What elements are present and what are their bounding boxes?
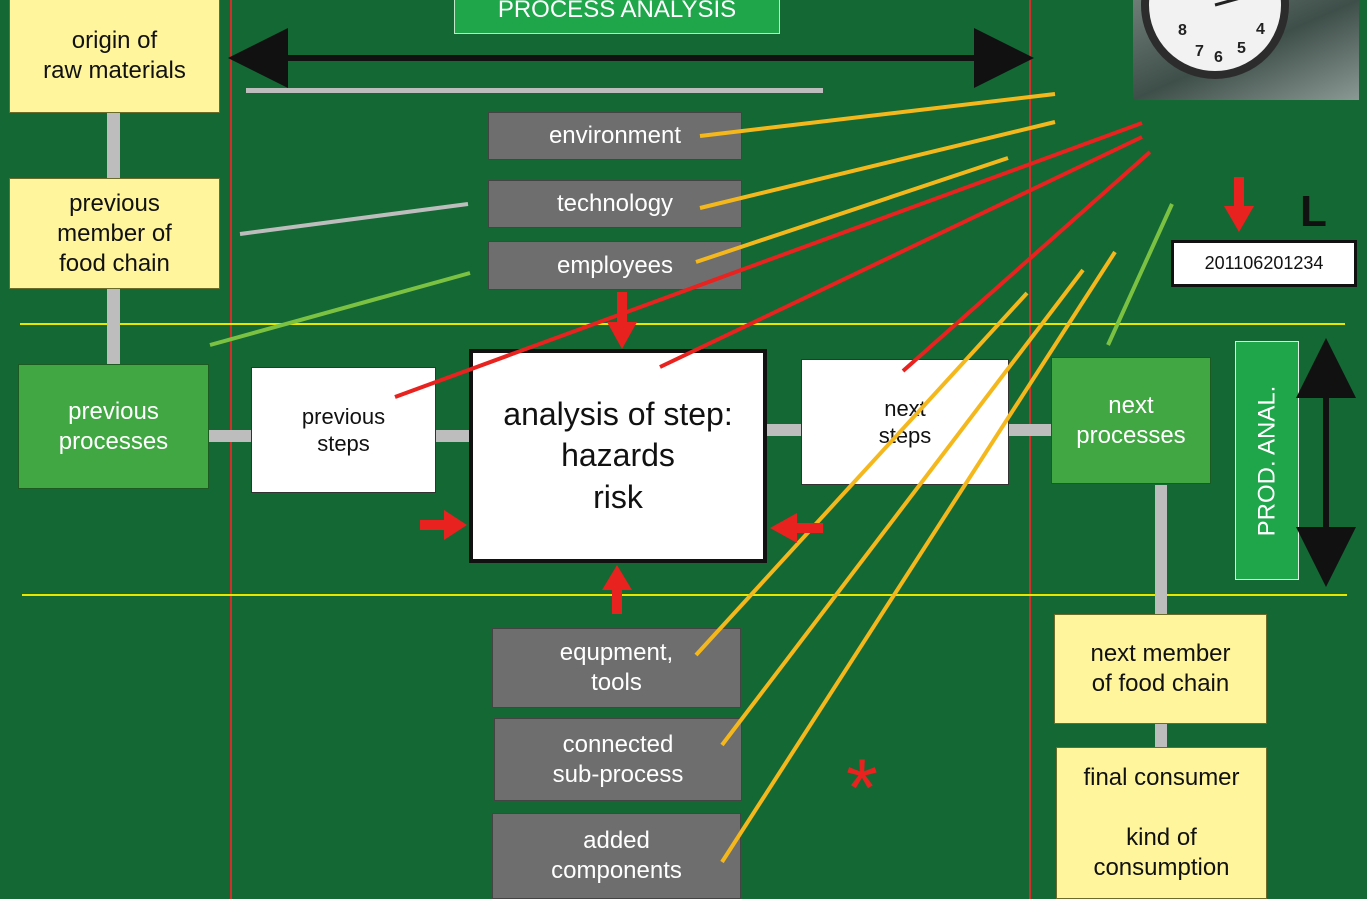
environment-text: environment (548, 122, 682, 149)
red-arrow-top (607, 292, 637, 349)
next-processes-text: next processes (1076, 391, 1186, 449)
red-line-next-steps (901, 150, 1152, 373)
clock-face (1141, 0, 1289, 79)
red-arrow-right (770, 513, 823, 543)
origin-text: origin of raw materials (43, 26, 186, 84)
clock-number-8: 8 (1178, 22, 1187, 39)
origin-box: origin of raw materials (9, 0, 220, 113)
right-boundary-line (1029, 0, 1031, 899)
prod-anal-text: PROD. ANAL. (1253, 385, 1280, 536)
prod-anal-box: PROD. ANAL. (1235, 341, 1299, 580)
grey-diagonal-line (239, 202, 469, 236)
next-processes-box: next processes (1051, 357, 1211, 484)
equipment-text: equpment, tools (559, 639, 674, 696)
left-boundary-line (230, 0, 232, 899)
equipment-box: equpment, tools (492, 628, 741, 708)
connector-next-nextprocesses (1008, 424, 1052, 436)
lower-yellow-line (22, 594, 1347, 596)
red-arrow-bottom (602, 565, 632, 614)
connector-member-processes (107, 289, 120, 365)
employees-text: employees (556, 251, 674, 279)
clock-number-6: 6 (1214, 49, 1223, 66)
technology-box: technology (488, 180, 742, 228)
components-box: added components (492, 813, 741, 899)
red-arrow-left (420, 510, 467, 540)
clock-number-5: 5 (1237, 40, 1246, 57)
upper-yellow-line (20, 323, 1345, 325)
id-code-box: 201106201234 (1171, 240, 1357, 287)
page-title: PROCESS ANALYSIS (454, 0, 780, 34)
asterisk-mark: * (846, 743, 878, 834)
orange-line-technology (699, 120, 1056, 210)
next-steps-text: next steps (878, 395, 932, 449)
red-arrow-code (1224, 177, 1254, 232)
final-consumer-text: final consumer kind of consumption (1083, 764, 1240, 881)
previous-member-box: previous member of food chain (9, 178, 220, 289)
next-member-box: next member of food chain (1054, 614, 1267, 724)
subprocess-text: connected sub-process (552, 730, 684, 788)
next-steps-box: next steps (801, 359, 1009, 485)
clock-hand (1214, 0, 1239, 7)
orange-line-employees (695, 156, 1009, 264)
previous-processes-text: previous processes (58, 397, 169, 455)
previous-steps-text: previous steps (301, 403, 386, 457)
label-letter: L (1300, 187, 1327, 236)
previous-steps-box: previous steps (251, 367, 436, 493)
main-analysis-box: analysis of step: hazards risk (469, 349, 767, 563)
clock-background (1133, 0, 1359, 100)
subprocess-box: connected sub-process (494, 718, 742, 801)
components-text: added components (551, 827, 682, 884)
connector-prev-processes-steps (208, 430, 252, 442)
environment-box: environment (488, 112, 742, 160)
next-member-text: next member of food chain (1090, 640, 1231, 697)
connector-member-consumer (1155, 724, 1167, 748)
orange-line-environment (699, 92, 1056, 138)
main-analysis-text: analysis of step: hazards risk (503, 395, 733, 515)
previous-processes-box: previous processes (18, 364, 209, 489)
id-code-text: 201106201234 (1204, 253, 1324, 274)
employees-box: employees (488, 241, 742, 290)
connector-nextprocesses-member (1155, 485, 1167, 615)
light-green-diagonal-left (209, 271, 471, 347)
previous-member-text: previous member of food chain (57, 189, 172, 277)
final-consumer-box: final consumer kind of consumption (1056, 747, 1267, 899)
connector-steps-main (436, 430, 470, 442)
grey-bar-under-title (246, 88, 823, 93)
connector-main-next (766, 424, 802, 436)
technology-text: technology (556, 190, 674, 217)
clock-number-4: 4 (1256, 21, 1265, 38)
page-title-text: PROCESS ANALYSIS (497, 0, 737, 23)
clock-number-7: 7 (1195, 43, 1204, 60)
connector-origin-member (107, 113, 120, 179)
